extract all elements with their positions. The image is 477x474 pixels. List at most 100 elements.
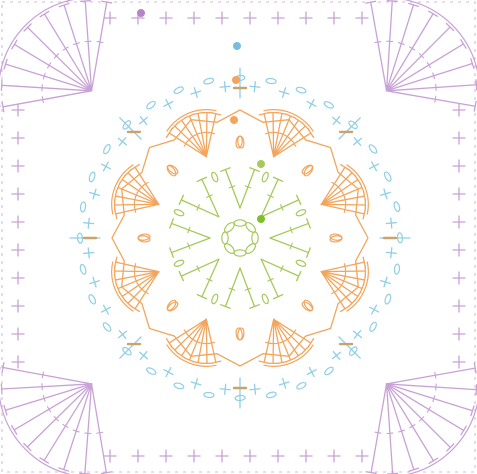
dc-post [3, 368, 91, 384]
sc-bar [391, 248, 392, 258]
single-crochet-mark [12, 104, 24, 116]
dc-post [225, 170, 240, 208]
single-crochet-mark [249, 384, 260, 395]
single-crochet-mark [12, 132, 24, 144]
single-crochet-mark [132, 450, 144, 462]
dc-hatch [97, 432, 103, 433]
double-crochet-mark [80, 384, 92, 474]
single-crochet-mark [216, 12, 228, 24]
chain-stitch [211, 293, 219, 304]
double-crochet-mark [387, 11, 438, 91]
dc-hatch [97, 42, 103, 43]
single-crochet-mark [453, 160, 465, 172]
sc-bar [354, 138, 360, 146]
double-crochet-mark [40, 384, 92, 463]
chain-stitch [173, 259, 184, 268]
double-crochet-mark [2, 363, 91, 384]
dc-post [44, 384, 91, 461]
double-crochet-mark [270, 219, 310, 238]
single-crochet-mark [220, 384, 231, 395]
sc-bar [104, 162, 109, 171]
chain-stitch [203, 77, 214, 85]
dc-post [172, 223, 210, 238]
sc-bar [250, 86, 260, 87]
dc-post [387, 85, 477, 91]
chain-stitch [88, 294, 97, 305]
dc-post [115, 271, 159, 272]
shell-fan [167, 110, 221, 157]
double-crochet-mark [321, 204, 365, 218]
single-crochet-mark [216, 450, 228, 462]
sc-bar [119, 331, 125, 339]
sc-bar [354, 331, 360, 339]
dc-post [321, 271, 365, 272]
chain-stitch [165, 299, 177, 312]
chain-stitch [79, 264, 87, 275]
dc-post [321, 262, 364, 272]
dc-post [92, 384, 107, 473]
single-crochet-mark [104, 12, 116, 24]
single-crochet-mark [83, 247, 94, 258]
shell-fan [167, 319, 221, 366]
single-crochet-mark [99, 160, 113, 174]
sc-bar [250, 389, 260, 390]
dc-post [321, 204, 365, 205]
shell-fan [321, 165, 368, 219]
dc-post [172, 238, 210, 253]
shell-fan [112, 165, 159, 219]
single-crochet-mark [453, 132, 465, 144]
shell-fan [366, 0, 477, 111]
single-crochet-mark [115, 135, 129, 149]
single-crochet-mark [12, 272, 24, 284]
dc-post [387, 384, 434, 461]
dc-post [273, 319, 274, 363]
single-crochet-mark [453, 356, 465, 368]
dc-post [206, 114, 216, 157]
dc-post [181, 200, 218, 217]
double-crochet-mark [197, 259, 218, 299]
sc-bar [119, 138, 125, 146]
chain-stitch [222, 232, 228, 244]
double-crochet-mark [179, 259, 219, 280]
chain-stitch [80, 202, 86, 212]
single-crochet-mark [305, 365, 319, 379]
dc-post [273, 113, 274, 157]
single-crochet-mark [278, 86, 290, 98]
dc-post [206, 113, 207, 157]
double-crochet-mark [2, 91, 91, 112]
double-crochet-mark [387, 1, 398, 91]
dc-post [387, 368, 476, 384]
single-crochet-mark [12, 356, 24, 368]
chain-stitch [173, 209, 184, 217]
chain-stitch [261, 293, 270, 304]
single-crochet-mark [162, 97, 176, 111]
single-crochet-mark [386, 247, 397, 258]
round-start-dot [257, 215, 265, 223]
double-crochet-mark [259, 113, 273, 157]
chain-stitch [296, 381, 307, 390]
single-crochet-mark [305, 97, 319, 111]
orange-outer-ring [112, 110, 368, 366]
single-crochet-mark [99, 303, 113, 317]
chain-stitch [323, 100, 334, 109]
single-crochet-mark [328, 12, 340, 24]
dc-post [92, 2, 107, 91]
single-crochet-mark [249, 81, 260, 92]
sc-bar [307, 102, 316, 107]
chain-stitch [88, 171, 96, 182]
chain-stitch [368, 144, 378, 155]
round-3-blue-stitches [70, 68, 410, 408]
dc-post [116, 204, 159, 214]
double-crochet-mark [261, 195, 301, 216]
single-crochet-mark [453, 244, 465, 256]
chain-stitch [261, 171, 269, 182]
sc-bar [391, 218, 392, 228]
single-crochet-mark [12, 300, 24, 312]
dc-post [240, 170, 255, 208]
single-crochet-mark [12, 160, 24, 172]
single-crochet-mark [190, 86, 202, 98]
dc-post [270, 238, 308, 253]
single-crochet-mark [379, 188, 391, 200]
shell-fan [112, 257, 159, 311]
single-crochet-mark [453, 272, 465, 284]
